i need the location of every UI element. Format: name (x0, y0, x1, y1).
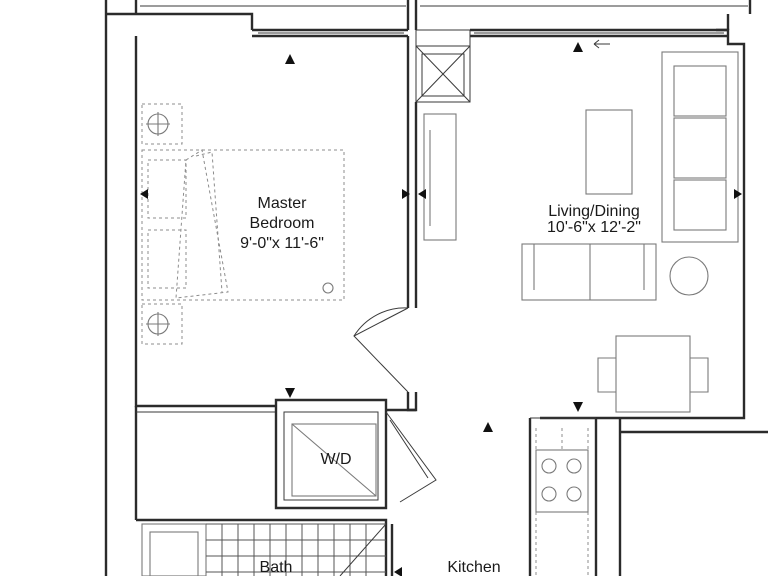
master-bedroom-name-line2: Bedroom (249, 215, 315, 232)
master-bedroom-name-line1: Master (257, 195, 307, 212)
living-dining-label: Living/Dining 10'-6"x 12'-2" (526, 202, 662, 238)
kitchen-label: Kitchen (447, 559, 501, 576)
living-dining-dimensions: 10'-6"x 12'-2" (547, 219, 641, 236)
walls (104, 0, 768, 576)
kitchen-counter (535, 428, 589, 576)
bath-label: Bath (259, 559, 293, 576)
master-bedroom-dimensions: 9'-0"x 11'-6" (240, 235, 324, 252)
bath-fixtures (141, 523, 387, 576)
living-furniture (423, 51, 739, 413)
direction-arrows (140, 39, 742, 576)
living-dining-name: Living/Dining (548, 203, 640, 220)
bedroom-furniture (141, 103, 345, 345)
master-bedroom-label: Master Bedroom 9'-0"x 11'-6" (224, 194, 340, 254)
windows (140, 5, 748, 34)
wd-door (385, 411, 437, 503)
bedroom-door (353, 307, 409, 393)
wd-label: W/D (320, 451, 352, 468)
